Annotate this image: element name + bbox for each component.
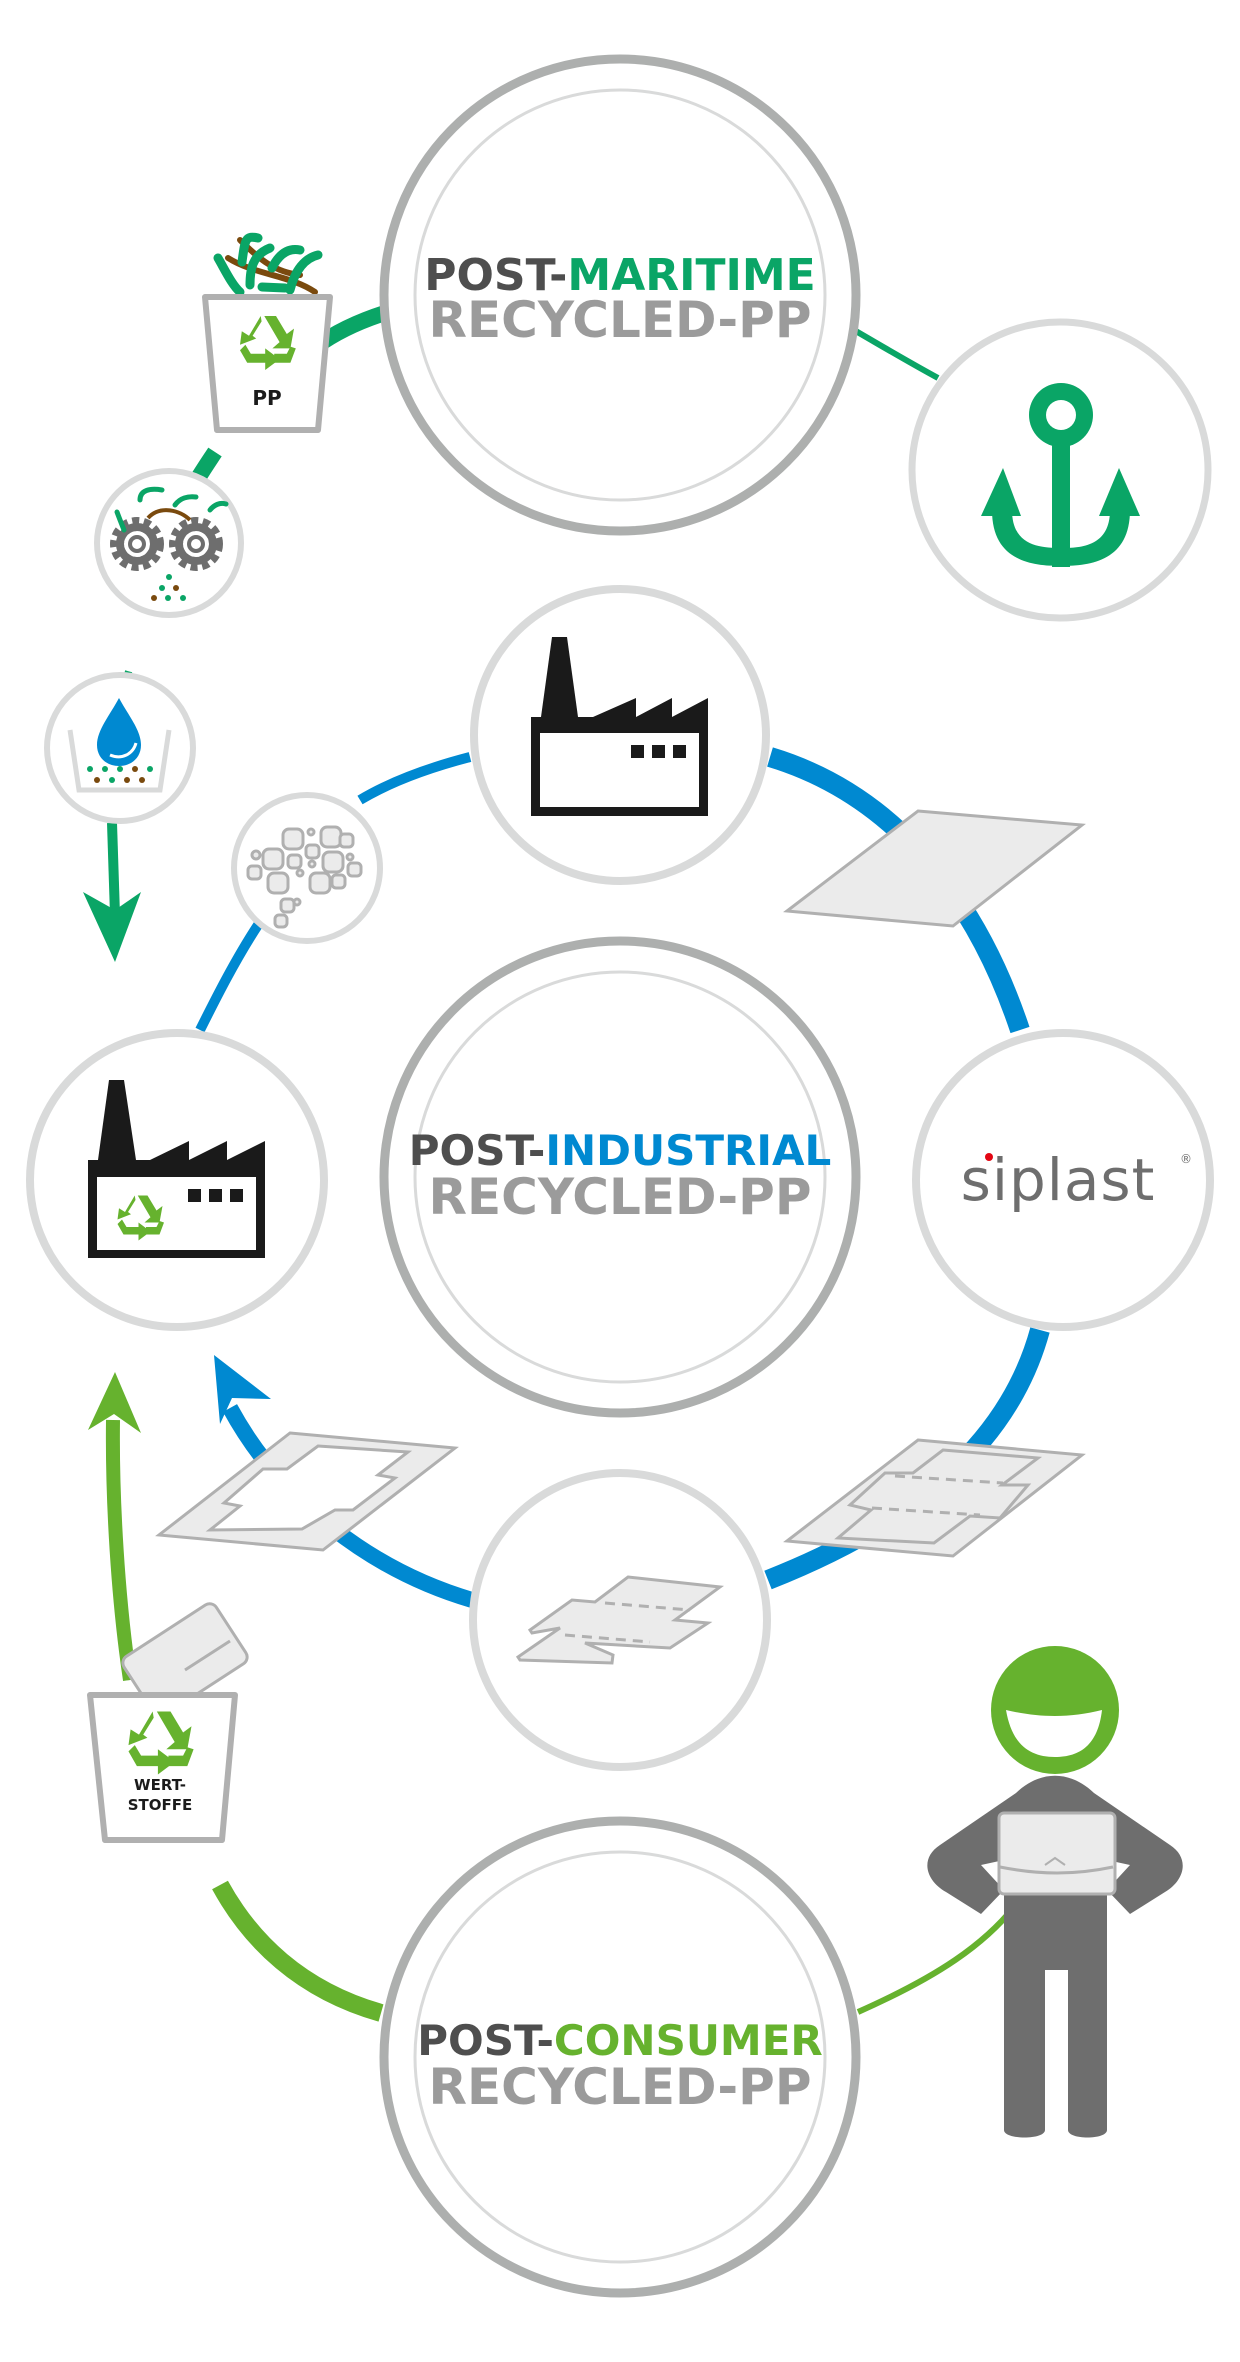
plastic-sheet-icon [783, 809, 1086, 928]
siplast-logo: siplast ® [961, 1146, 1192, 1214]
consumer-flow-arrowhead [88, 1372, 141, 1433]
shredder-gears-icon [110, 486, 229, 601]
brand-dot [985, 1153, 993, 1161]
recycling-factory-step [26, 1029, 328, 1331]
hub-consumer-line2: RECYCLED-PP [429, 2058, 812, 2116]
siplast-step: siplast ® [912, 1029, 1214, 1331]
maritime-source [908, 318, 1212, 622]
wertstoffe-bin: WERT- STOFFE [87, 1602, 249, 1843]
pp-bin: PP [202, 232, 333, 433]
hub-industrial-highlight: INDUSTRIAL [545, 1126, 831, 1175]
granules-step [231, 792, 383, 944]
die-cut-sheet-icon [155, 1431, 459, 1552]
industrial-arrowhead [214, 1355, 271, 1424]
hub-industrial-line2: RECYCLED-PP [429, 1168, 812, 1226]
fishing-net-icon [213, 232, 323, 297]
shredder-step [94, 468, 244, 618]
water-wash-icon [67, 698, 172, 793]
pp-bin-label: PP [252, 386, 281, 410]
granules-icon [246, 825, 363, 929]
anchor-icon [981, 383, 1140, 567]
svg-text:POST-MARITIME: POST-MARITIME [424, 250, 815, 301]
smile [1006, 1710, 1102, 1757]
consumer-flow-arc-2 [105, 1419, 137, 1682]
consumer-person-link [856, 1890, 1028, 2015]
hub-consumer-highlight: CONSUMER [554, 2016, 823, 2065]
recycling-factory-icon [88, 1080, 265, 1258]
hub-maritime: POST-MARITIME RECYCLED-PP [379, 54, 861, 536]
discarded-folder-icon [121, 1602, 249, 1718]
hub-consumer-prefix: POST- [417, 2016, 554, 2065]
hub-industrial: POST-INDUSTRIAL RECYCLED-PP [379, 936, 861, 1418]
consumer-flow-arc [212, 1880, 384, 2022]
held-folder [997, 1811, 1117, 1896]
factory-icon [531, 637, 708, 816]
brand-registered: ® [1180, 1152, 1192, 1166]
folder-step [469, 1469, 771, 1771]
hub-consumer: POST-CONSUMER RECYCLED-PP [379, 1816, 861, 2298]
hub-industrial-prefix: POST- [409, 1126, 546, 1175]
person-body [927, 1775, 1183, 2138]
consumer-person-icon [927, 1646, 1183, 2138]
folder-icon [515, 1575, 725, 1665]
svg-text:POST-INDUSTRIAL: POST-INDUSTRIAL [409, 1126, 832, 1175]
industrial-ring-5 [195, 922, 263, 1033]
factory-step [470, 585, 770, 885]
washing-step [44, 672, 196, 824]
wertstoffe-label-line2: STOFFE [128, 1796, 193, 1814]
maritime-anchor-link [852, 327, 940, 381]
industrial-ring-4 [357, 752, 472, 805]
wertstoffe-label-line1: WERT- [134, 1776, 186, 1794]
die-cut-sheet-icon [783, 1438, 1086, 1558]
hub-maritime-prefix: POST- [424, 250, 567, 301]
svg-text:POST-CONSUMER: POST-CONSUMER [417, 2016, 823, 2065]
hub-maritime-highlight: MARITIME [567, 250, 815, 301]
hub-maritime-line2: RECYCLED-PP [429, 291, 812, 349]
maritime-flow-arrowhead [83, 892, 141, 962]
maritime-flow-arrow-shaft [107, 822, 120, 916]
